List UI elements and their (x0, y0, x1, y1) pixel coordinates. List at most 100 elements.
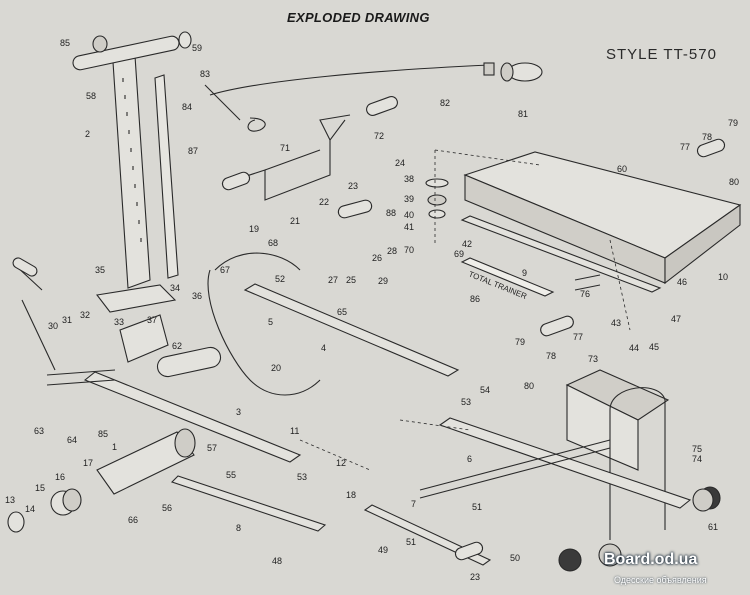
part-label: 21 (290, 216, 300, 226)
part-label: 61 (708, 522, 718, 532)
part-label: 4 (321, 343, 326, 353)
part-label: 53 (461, 397, 471, 407)
part-label: 36 (192, 291, 202, 301)
part-label: 88 (386, 208, 396, 218)
part-label: 19 (249, 224, 259, 234)
part-label: 47 (671, 314, 681, 324)
wheel-rear (558, 543, 622, 572)
part-label: 78 (546, 351, 556, 361)
part-label: 62 (172, 341, 182, 351)
part-label: 42 (462, 239, 472, 249)
height-scale-strip (154, 74, 179, 279)
part-label: 9 (522, 268, 527, 278)
part-label: 82 (440, 98, 450, 108)
part-label: 75 (692, 444, 702, 454)
part-label: 79 (728, 118, 738, 128)
part-label: 23 (470, 572, 480, 582)
part-label: 65 (337, 307, 347, 317)
part-label: 86 (470, 294, 480, 304)
part-label: 52 (275, 274, 285, 284)
rail-4 (243, 283, 460, 377)
base-tube-1 (96, 431, 195, 495)
part-label: 20 (271, 363, 281, 373)
watermark-site: Board.od.ua (604, 551, 698, 568)
part-labels: 85 59 58 83 84 82 81 2 87 72 71 24 38 39… (5, 38, 739, 582)
part-label: 51 (472, 502, 482, 512)
cable-loop (247, 117, 266, 132)
upright-post (112, 55, 151, 289)
part-label: 35 (95, 265, 105, 275)
part-label: 29 (378, 276, 388, 286)
part-label: 46 (677, 277, 687, 287)
part-label: 18 (346, 490, 356, 500)
part-label: 15 (35, 483, 45, 493)
part-label: 28 (387, 246, 397, 256)
part-label: 26 (372, 253, 382, 263)
rail-3 (83, 371, 302, 463)
part-label: 58 (86, 91, 96, 101)
roller-pad-62 (156, 346, 222, 378)
part-label: 6 (467, 454, 472, 464)
part-label: 67 (220, 265, 230, 275)
part-label: 12 (336, 458, 346, 468)
wheel-16 (50, 488, 82, 516)
part-label: 71 (280, 143, 290, 153)
part-label: 64 (67, 435, 77, 445)
end-cap-13 (7, 511, 25, 533)
wheel-61 (692, 486, 721, 512)
ankle-strap-81 (483, 62, 543, 82)
cable-clip (204, 84, 241, 121)
bench-pad-60 (463, 151, 742, 285)
part-label: 53 (297, 472, 307, 482)
part-label: 84 (182, 102, 192, 112)
part-label: 32 (80, 310, 90, 320)
bracket-35 (96, 284, 177, 313)
cable-82 (209, 64, 491, 96)
part-label: 41 (404, 222, 414, 232)
decal-86 (460, 257, 555, 297)
part-label: 60 (617, 164, 627, 174)
part-label: 79 (515, 337, 525, 347)
model-label: STYLE TT-570 (606, 46, 717, 63)
part-label: 68 (268, 238, 278, 248)
part-label: 22 (319, 197, 329, 207)
part-label: 48 (272, 556, 282, 566)
part-label: 85 (98, 429, 108, 439)
part-label: 7 (411, 499, 416, 509)
part-label: 72 (374, 131, 384, 141)
part-label: 59 (192, 43, 202, 53)
top-pad-assembly (72, 31, 192, 71)
part-label: 50 (510, 553, 520, 563)
part-label: 77 (680, 142, 690, 152)
part-label: 70 (404, 245, 414, 255)
part-label: 34 (170, 283, 180, 293)
part-label: 23 (348, 181, 358, 191)
part-label: 87 (188, 146, 198, 156)
watermark-tagline: Одесские объявления (614, 575, 707, 585)
part-label: 55 (226, 470, 236, 480)
part-label: 16 (55, 472, 65, 482)
grip-72 (366, 96, 398, 116)
part-label: 33 (114, 317, 124, 327)
leg-developer-71 (221, 119, 346, 201)
part-label: 25 (346, 275, 356, 285)
part-label: 83 (200, 69, 210, 79)
part-label: 43 (611, 318, 621, 328)
part-label: 63 (34, 426, 44, 436)
part-label: 77 (573, 332, 583, 342)
part-label: 11 (290, 426, 299, 436)
part-label: 49 (378, 545, 388, 555)
part-label: 1 (112, 442, 117, 452)
part-label: 3 (236, 407, 241, 417)
part-label: 74 (692, 454, 702, 464)
part-label: 39 (404, 194, 414, 204)
part-label: 38 (404, 174, 414, 184)
part-label: 10 (718, 272, 728, 282)
part-label: 56 (162, 503, 172, 513)
part-label: 24 (395, 158, 405, 168)
part-label: 54 (480, 385, 490, 395)
part-label: 57 (207, 443, 217, 453)
part-label: 37 (147, 315, 157, 325)
